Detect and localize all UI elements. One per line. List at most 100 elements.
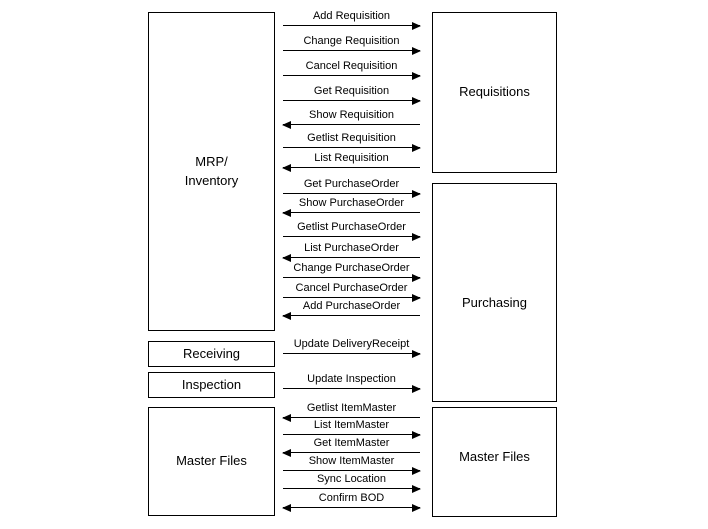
message-confirm-bod: Confirm BOD	[282, 490, 421, 512]
box-purchasing-label: Purchasing	[461, 295, 528, 311]
box-mrp-inventory-label: MRP/ Inventory	[184, 154, 239, 188]
message-change-requisition: Change Requisition	[283, 33, 421, 55]
message-getlist-requisition: Getlist Requisition	[283, 130, 421, 152]
message-label: Show PurchaseOrder	[298, 197, 405, 209]
arrow-line	[282, 503, 421, 512]
message-getlist-itemmaster: Getlist ItemMaster	[282, 400, 420, 422]
arrow-line	[283, 293, 421, 302]
box-requisitions: Requisitions	[432, 12, 557, 173]
message-list-itemmaster: List ItemMaster	[283, 417, 421, 439]
message-label: Add PurchaseOrder	[302, 300, 401, 312]
message-getlist-purchaseorder: Getlist PurchaseOrder	[283, 219, 421, 241]
message-get-itemmaster: Get ItemMaster	[282, 435, 420, 457]
arrowhead-right-icon	[412, 71, 421, 80]
box-receiving: Receiving	[148, 341, 275, 367]
arrow-line	[282, 311, 420, 320]
message-update-deliveryreceipt: Update DeliveryReceipt	[283, 336, 421, 358]
arrowhead-right-icon	[412, 349, 421, 358]
message-get-purchaseorder: Get PurchaseOrder	[283, 176, 421, 198]
arrow-line	[283, 430, 421, 439]
message-cancel-requisition: Cancel Requisition	[283, 58, 421, 80]
arrowhead-right-icon	[412, 143, 421, 152]
message-label: Update DeliveryReceipt	[293, 338, 410, 350]
arrowhead-left-icon	[282, 163, 291, 172]
message-label: Cancel Requisition	[305, 60, 398, 72]
arrow-line	[283, 466, 421, 475]
arrow-line	[283, 143, 421, 152]
arrow-line	[282, 120, 420, 129]
box-mrp-inventory: MRP/ Inventory	[148, 12, 275, 331]
arrowhead-right-icon	[412, 189, 421, 198]
arrowhead-right-icon	[412, 384, 421, 393]
message-label: Show ItemMaster	[308, 455, 395, 467]
box-master-files-left: Master Files	[148, 407, 275, 516]
message-label: Add Requisition	[312, 10, 391, 22]
arrowhead-left-icon	[282, 448, 291, 457]
arrow-line	[282, 163, 420, 172]
message-label: Change PurchaseOrder	[293, 262, 410, 274]
message-label: Get Requisition	[313, 85, 390, 97]
arrow-line	[282, 253, 420, 262]
message-label: List ItemMaster	[313, 419, 390, 431]
message-get-requisition: Get Requisition	[283, 83, 421, 105]
arrow-line	[283, 273, 421, 282]
box-master-files-right: Master Files	[432, 407, 557, 517]
arrowhead-right-icon	[412, 46, 421, 55]
arrow-line	[283, 189, 421, 198]
message-label: Sync Location	[316, 473, 387, 485]
box-master-files-left-label: Master Files	[176, 453, 247, 469]
message-sync-location: Sync Location	[283, 471, 421, 493]
arrow-line	[283, 96, 421, 105]
message-update-inspection: Update Inspection	[283, 371, 421, 393]
message-show-purchaseorder: Show PurchaseOrder	[282, 195, 420, 217]
message-label: Update Inspection	[307, 373, 396, 385]
message-label: Get PurchaseOrder	[303, 178, 400, 190]
message-label: List Requisition	[314, 152, 389, 164]
message-label: List PurchaseOrder	[304, 242, 399, 254]
arrowhead-right-icon	[412, 484, 421, 493]
message-label: Get ItemMaster	[313, 437, 390, 449]
message-cancel-purchaseorder: Cancel PurchaseOrder	[283, 280, 421, 302]
box-inspection-label: Inspection	[181, 376, 242, 392]
message-show-requisition: Show Requisition	[282, 107, 420, 129]
message-label: Confirm BOD	[318, 492, 385, 504]
box-receiving-label: Receiving	[182, 345, 241, 361]
arrowhead-left-icon	[282, 413, 291, 422]
message-label: Show Requisition	[309, 109, 394, 121]
arrowhead-left-icon	[282, 120, 291, 129]
message-change-purchaseorder: Change PurchaseOrder	[283, 260, 421, 282]
message-label: Change Requisition	[303, 35, 400, 47]
arrowhead-left-icon	[282, 253, 291, 262]
arrowhead-left-icon	[282, 503, 291, 512]
message-label: Getlist ItemMaster	[306, 402, 397, 414]
arrowhead-left-icon	[282, 311, 291, 320]
message-add-purchaseorder: Add PurchaseOrder	[282, 298, 420, 320]
arrowhead-right-icon	[412, 96, 421, 105]
arrow-line	[283, 71, 421, 80]
arrow-line	[283, 484, 421, 493]
arrow-line	[283, 46, 421, 55]
arrowhead-right-icon	[412, 503, 421, 512]
message-add-requisition: Add Requisition	[283, 8, 421, 30]
box-requisitions-label: Requisitions	[459, 84, 530, 100]
message-label: Cancel PurchaseOrder	[295, 282, 408, 294]
box-inspection: Inspection	[148, 372, 275, 398]
arrow-line	[282, 448, 420, 457]
arrowhead-right-icon	[412, 232, 421, 241]
arrowhead-right-icon	[412, 466, 421, 475]
arrow-line	[283, 232, 421, 241]
arrowhead-right-icon	[412, 21, 421, 30]
arrowhead-right-icon	[412, 430, 421, 439]
message-label: Getlist Requisition	[307, 132, 396, 144]
arrowhead-right-icon	[412, 293, 421, 302]
box-master-files-right-label: Master Files	[459, 448, 530, 464]
message-show-itemmaster: Show ItemMaster	[283, 453, 421, 475]
message-list-requisition: List Requisition	[282, 150, 420, 172]
arrow-line	[283, 21, 421, 30]
message-list-purchaseorder: List PurchaseOrder	[282, 240, 420, 262]
message-label: Getlist PurchaseOrder	[297, 221, 406, 233]
arrowhead-right-icon	[412, 273, 421, 282]
arrow-line	[283, 349, 421, 358]
box-purchasing: Purchasing	[432, 183, 557, 402]
